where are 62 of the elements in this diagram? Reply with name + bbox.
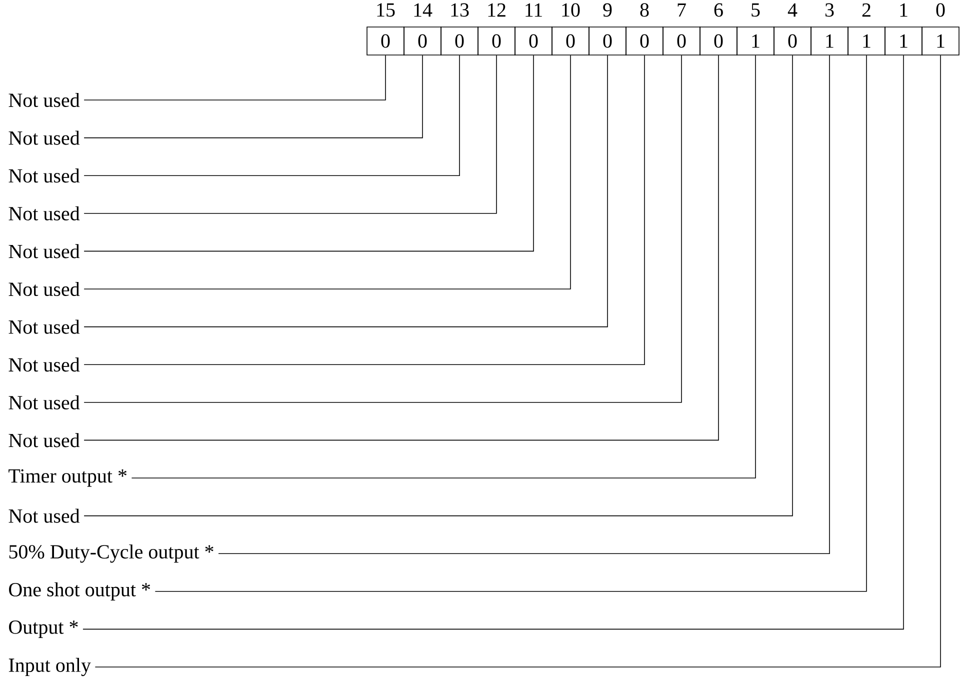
leader-line	[84, 55, 608, 328]
bit-number: 13	[451, 3, 469, 17]
bit-cell: 0	[404, 26, 442, 56]
leader-line	[154, 55, 867, 592]
description-text: Not used	[8, 433, 80, 448]
leader-line	[84, 55, 497, 214]
leader-line	[84, 55, 534, 252]
description-text: 50% Duty-Cycle output *	[9, 544, 214, 563]
bit-number: 6	[714, 3, 723, 17]
bit-cell: 0	[552, 26, 590, 56]
leader-line	[84, 55, 460, 176]
description-text: Not used	[8, 244, 80, 258]
bit-cell: 0	[774, 26, 812, 56]
bit-number: 3	[825, 3, 834, 17]
leader-line	[131, 55, 756, 478]
bit-number: 7	[678, 3, 686, 17]
bit-cell: 1	[884, 26, 922, 56]
leader-line	[84, 55, 793, 516]
bit-cell: 0	[588, 26, 626, 56]
description-text: Not used	[8, 282, 80, 296]
description-text: Not used	[8, 358, 80, 372]
bit-cell: 0	[366, 26, 404, 56]
description-text: Timer output *	[8, 469, 127, 487]
leader-line	[84, 55, 423, 138]
bit-number: 14	[414, 3, 432, 17]
bit-number: 9	[603, 3, 612, 17]
description-text: Input only	[8, 658, 91, 676]
leader-line	[84, 55, 386, 100]
bit-cell: 1	[736, 26, 774, 56]
bit-number: 8	[640, 3, 649, 17]
description-text: Not used	[8, 92, 80, 108]
bit-number: 0	[936, 3, 945, 17]
bit-cell: 0	[662, 26, 700, 56]
bit-cell: 1	[922, 26, 960, 56]
description-text: Not used	[8, 206, 80, 220]
description-text: Not used	[8, 130, 80, 145]
bit-number: 4	[788, 3, 798, 17]
description-text: Not used	[8, 168, 80, 183]
leader-line	[84, 55, 682, 403]
bit-cell: 0	[514, 26, 552, 56]
leader-line	[84, 55, 571, 290]
bit-number: 12	[488, 3, 506, 17]
bit-cell: 0	[626, 26, 664, 56]
bit-number: 11	[526, 3, 542, 17]
leader-line	[218, 55, 830, 554]
bit-cell: 0	[700, 26, 738, 56]
leader-line	[84, 55, 645, 365]
bit-cell: 0	[478, 26, 516, 56]
bit-number: 2	[862, 3, 870, 17]
description-text: Not used	[8, 508, 80, 523]
bit-cell: 1	[848, 26, 886, 56]
bit-number: 10	[562, 3, 580, 17]
bit-number: 15	[377, 3, 395, 17]
bit-number: 1	[900, 3, 908, 17]
description-text: One shot output *	[9, 582, 150, 600]
leader-line	[84, 55, 719, 441]
description-text: Output *	[9, 620, 78, 638]
bit-number: 5	[752, 3, 760, 17]
bit-cell: 1	[810, 26, 848, 56]
description-text: Not used	[8, 395, 80, 410]
bit-cell: 0	[440, 26, 478, 56]
description-text: Not used	[8, 320, 80, 334]
